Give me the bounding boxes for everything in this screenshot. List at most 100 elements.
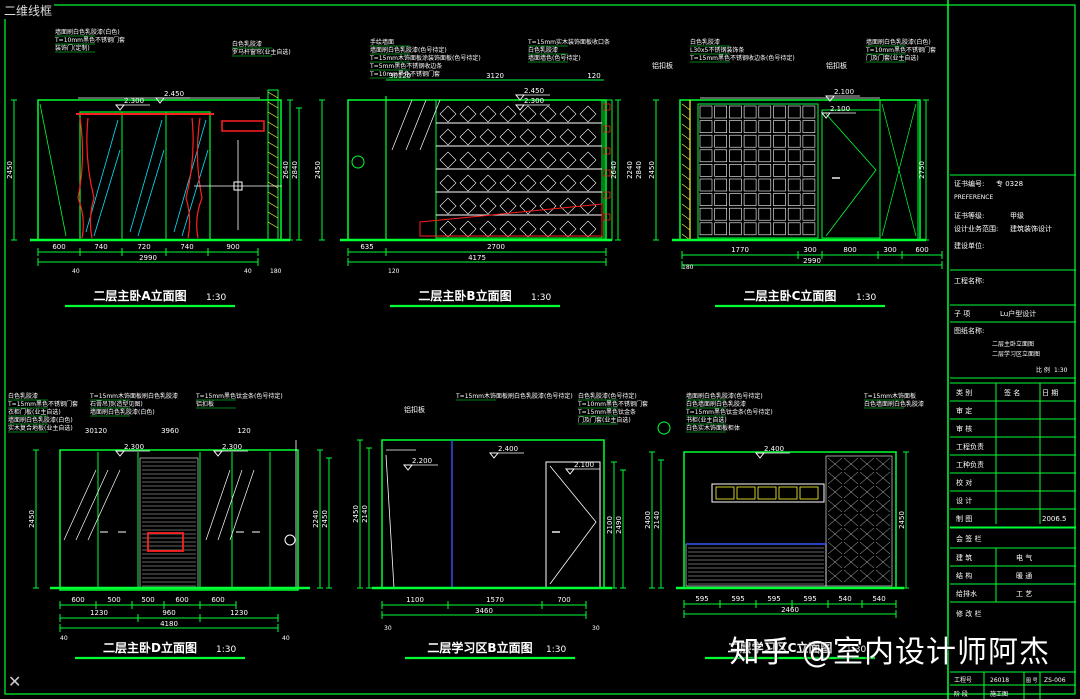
dimension-label: 1230 — [90, 609, 108, 617]
material-annotation: 白色实木饰面板柜体 — [686, 424, 740, 432]
wall-hatch — [267, 121, 279, 129]
title-block-text: 工 艺 — [1016, 590, 1032, 598]
level-marker-icon — [514, 104, 526, 111]
bookcase-hatch — [859, 513, 875, 527]
elevation-title: 二层学习区C立面图 — [728, 640, 833, 655]
title-block-text: 制 图 — [956, 514, 972, 523]
close-icon[interactable]: ✕ — [8, 672, 22, 691]
wall-hatch — [681, 133, 691, 141]
bookcase-hatch — [843, 569, 859, 583]
glass-block-cell — [758, 222, 772, 236]
glass-block-cell — [714, 134, 728, 148]
material-annotation: T=15mm实木装饰面板收口条 — [527, 38, 610, 46]
material-annotation: 白色墙面刷白色乳胶漆 — [686, 400, 746, 408]
glass-block-cell — [714, 222, 728, 236]
lattice-pattern — [479, 105, 497, 123]
lattice-pattern — [499, 220, 517, 238]
lattice-pattern — [459, 220, 477, 238]
level-marker-icon — [212, 450, 224, 457]
title-block-text: 阶 段 — [954, 690, 968, 698]
material-annotation: 门及门套(业主自选) — [578, 416, 631, 424]
glass-block-cell — [729, 164, 742, 177]
bookcase-hatch — [843, 555, 859, 569]
bookcase-hatch — [875, 555, 891, 569]
lattice-pattern — [439, 105, 457, 123]
dimension-label: 180 — [270, 268, 282, 275]
title-block-text: 校 对 — [956, 478, 972, 487]
glass-block-cell — [773, 149, 786, 163]
wall-hatch — [267, 221, 279, 229]
title-block-text: 建设单位: — [954, 241, 984, 250]
dimension-label: 120 — [237, 427, 250, 435]
lattice-pattern — [499, 151, 517, 169]
glass-block-cell — [802, 207, 816, 221]
glass-block-cell — [699, 120, 713, 133]
wall-cabinet — [711, 483, 825, 503]
height-dimension-label: 2100 — [606, 516, 614, 534]
height-dimension-label: 2450 — [6, 161, 14, 179]
lattice-pattern — [459, 197, 477, 215]
title-block-text: Lu户型设计 — [1000, 309, 1036, 318]
glass-block-cell — [729, 105, 742, 119]
title-block-text: 施工图 — [990, 690, 1008, 698]
material-annotation: 白色乳胶漆 — [690, 38, 720, 46]
bookcase-hatch — [875, 513, 891, 527]
glass-block-cell — [743, 105, 757, 119]
glass-block-cell — [743, 222, 757, 236]
bookcase-hatch — [859, 471, 875, 485]
lattice-pattern — [439, 220, 457, 238]
glass-block-cell — [699, 222, 713, 236]
height-dimension-label: 2400 — [644, 511, 652, 529]
bookcase-hatch — [875, 499, 891, 513]
glass-block-cell — [787, 222, 801, 236]
lattice-pattern — [459, 105, 477, 123]
wall-hatch — [267, 131, 279, 139]
title-block-text: 建 筑 — [956, 553, 972, 562]
bookcase-hatch — [827, 499, 843, 513]
material-annotation: T=15mm木饰面板刷白色乳胶漆 — [89, 392, 178, 400]
dimension-label: 600 — [211, 596, 224, 604]
level-marker-icon — [488, 452, 500, 459]
title-block-text: 日 期 — [1042, 389, 1058, 397]
height-dimension-label: 2450 — [314, 161, 322, 179]
title-block-text: ZS-006 — [1044, 677, 1066, 684]
glass-block-cell — [773, 164, 786, 177]
bookcase-hatch — [827, 513, 843, 527]
socket-marker — [603, 103, 611, 111]
wall-hatch — [681, 213, 691, 221]
glass-block-cell — [787, 134, 801, 148]
glass-hatch — [93, 149, 121, 237]
dimension-label: 1570 — [486, 596, 504, 604]
desk-profile — [419, 203, 603, 237]
glass-block-cell — [758, 105, 772, 119]
dimension-total: 2460 — [781, 606, 799, 614]
material-annotation: 铝扣板 — [652, 61, 673, 70]
lattice-pattern — [459, 151, 477, 169]
level-marker-icon — [114, 450, 126, 457]
bookcase-hatch — [843, 485, 859, 499]
glass-hatch — [63, 469, 97, 541]
level-marker-label: 2.400 — [764, 445, 784, 453]
material-annotation: 罗马杆窗帘(业主自选) — [232, 48, 291, 56]
height-dimension-label: 2490 — [615, 516, 623, 534]
height-dimension-label: 2450 — [898, 511, 906, 529]
dimension-label: 120 — [388, 268, 400, 275]
dimension-label: 30120 — [85, 427, 107, 435]
material-annotation: T=15mm黑色钛金条(色号待定) — [195, 392, 283, 400]
glass-block-cell — [802, 105, 816, 119]
lattice-pattern — [499, 128, 517, 146]
lattice-pattern — [539, 128, 557, 146]
glass-block-cell — [787, 149, 801, 163]
material-annotation: T=10mm黑色不锈钢门套 — [54, 36, 125, 44]
dimension-label: 740 — [180, 243, 193, 251]
glass-hatch — [405, 99, 427, 151]
title-block-text: 会 签 栏 — [956, 534, 981, 543]
lattice-pattern — [519, 174, 537, 192]
height-dimension-label: 2240 — [626, 161, 634, 179]
glass-block-cell — [729, 134, 742, 148]
title-block-text: 二层学习区立面图 — [992, 350, 1040, 358]
viewport-label[interactable]: 二维线框 — [2, 2, 55, 19]
glass-block-wall — [697, 103, 819, 239]
glass-block-cell — [758, 207, 772, 221]
